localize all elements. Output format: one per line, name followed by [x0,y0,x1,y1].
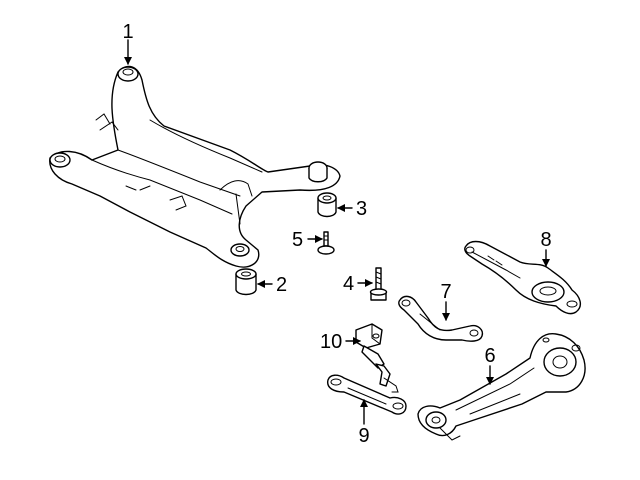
callout-9: 9 [358,425,369,447]
trailing-arm-drawing [417,333,586,441]
callout-5: 5 [292,229,303,251]
rear-insulator-drawing [235,268,257,296]
upper-control-arm-drawing [398,295,484,342]
crossmember-drawing [49,65,341,268]
callout-10: 10 [320,331,342,353]
stud-drawing [317,231,335,255]
callout-8: 8 [540,229,551,251]
callout-4: 4 [343,273,354,295]
callout-6: 6 [484,345,495,367]
height-sensor-drawing [355,323,399,393]
callout-2: 2 [276,274,287,296]
callout-1: 1 [122,21,133,43]
lateral-link-drawing [327,374,407,415]
bolt-drawing [369,267,388,301]
callout-7: 7 [440,281,451,303]
front-insulator-drawing [317,192,337,218]
callout-3: 3 [356,198,367,220]
lower-control-arm-drawing [464,240,582,315]
